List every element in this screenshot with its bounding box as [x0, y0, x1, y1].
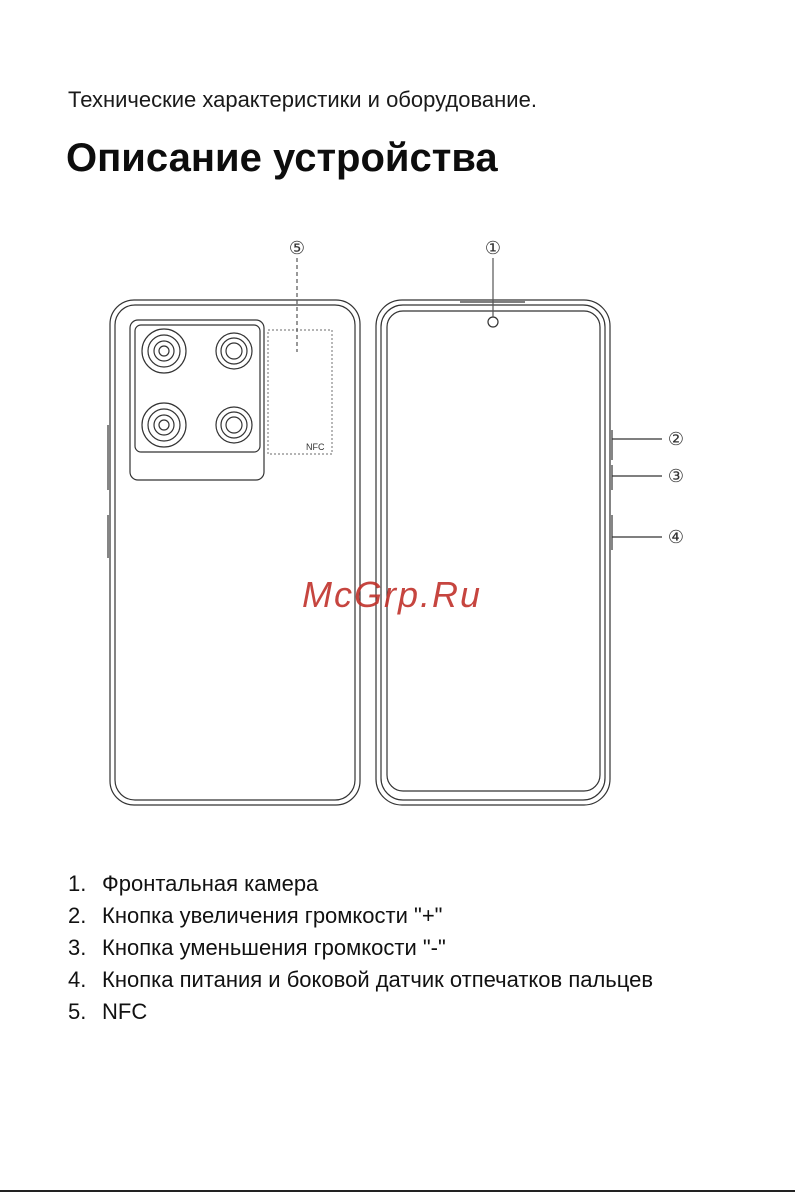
page-title: Описание устройства: [66, 132, 498, 184]
legend-number: 3.: [68, 932, 102, 964]
callout-1: ①: [485, 238, 501, 259]
camera-lens-4: [216, 407, 252, 443]
phone-front: [376, 258, 662, 805]
callout-5: ⑤: [289, 238, 305, 259]
legend-item: 5.NFC: [68, 996, 653, 1028]
legend-text: Фронтальная камера: [102, 868, 318, 900]
callout-4: ④: [668, 527, 684, 548]
legend-item: 1.Фронтальная камера: [68, 868, 653, 900]
camera-lens-1: [142, 329, 186, 373]
legend-item: 2.Кнопка увеличения громкости "+": [68, 900, 653, 932]
legend-item: 3.Кнопка уменьшения громкости "-": [68, 932, 653, 964]
front-camera: [488, 317, 498, 327]
watermark: McGrp.Ru: [302, 574, 482, 616]
legend-item: 4.Кнопка питания и боковой датчик отпеча…: [68, 964, 653, 996]
legend-text: Кнопка питания и боковой датчик отпечатк…: [102, 964, 653, 996]
legend-text: NFC: [102, 996, 147, 1028]
legend-text: Кнопка уменьшения громкости "-": [102, 932, 446, 964]
device-diagram: NFC ① ② ③ ④ ⑤: [0, 220, 795, 820]
legend-text: Кнопка увеличения громкости "+": [102, 900, 442, 932]
legend-number: 5.: [68, 996, 102, 1028]
camera-lens-2: [216, 333, 252, 369]
nfc-label: NFC: [306, 442, 325, 452]
page-subtitle: Технические характеристики и оборудовани…: [68, 86, 537, 114]
nfc-area: [268, 330, 332, 454]
legend-list: 1.Фронтальная камера 2.Кнопка увеличения…: [68, 868, 653, 1028]
callout-2: ②: [668, 429, 684, 450]
legend-number: 2.: [68, 900, 102, 932]
legend-number: 1.: [68, 868, 102, 900]
camera-lens-3: [142, 403, 186, 447]
phone-back: [108, 258, 360, 805]
callout-3: ③: [668, 466, 684, 487]
legend-number: 4.: [68, 964, 102, 996]
